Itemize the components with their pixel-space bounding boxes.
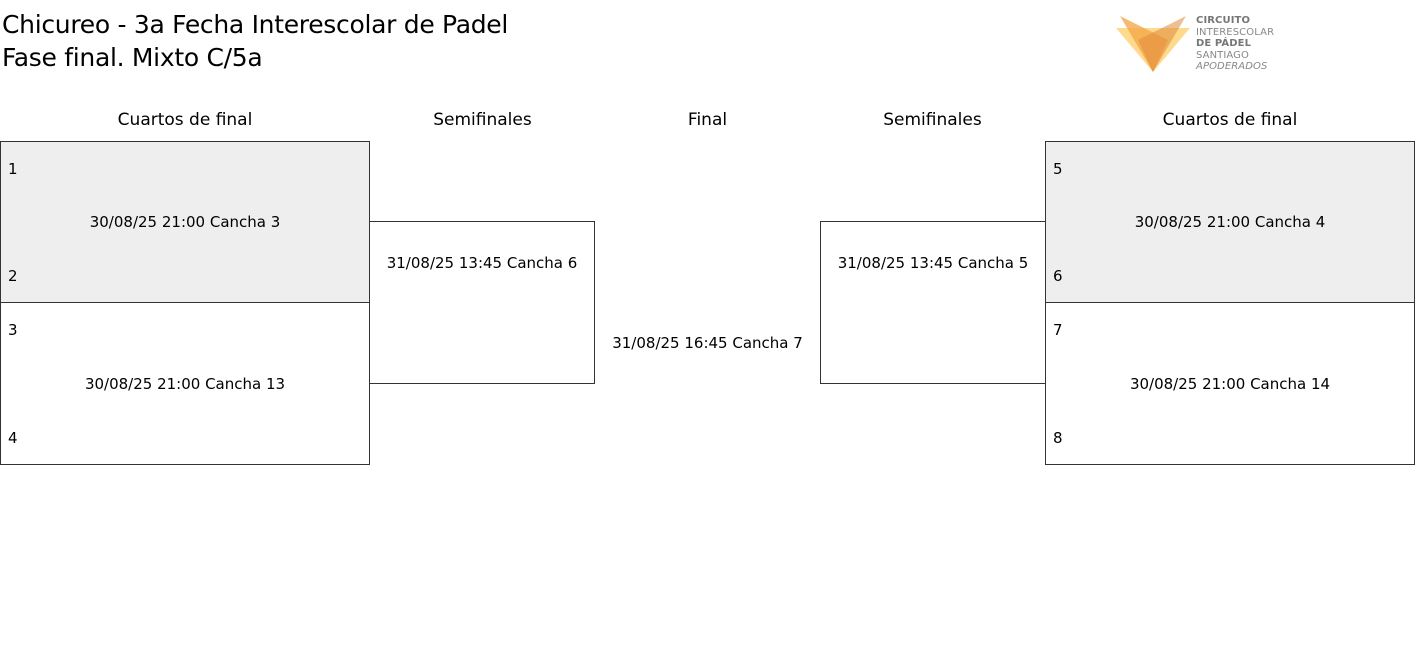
quarterfinal-match-2[interactable]: 3 30/08/25 21:00 Cancha 13 4 <box>0 302 370 465</box>
final-match[interactable]: 31/08/25 16:45 Cancha 7 <box>612 334 803 352</box>
logo-line-3: DE PÁDEL <box>1196 38 1252 49</box>
logo-line-1: CIRCUITO <box>1196 15 1251 26</box>
match-schedule: 30/08/25 21:00 Cancha 4 <box>1134 213 1326 231</box>
seed-bottom: 8 <box>1053 429 1063 447</box>
logo-line-4: SANTIAGO <box>1196 49 1249 61</box>
title-line-1: Chicureo - 3a Fecha Interescolar de Pade… <box>2 10 509 39</box>
circuit-logo: CIRCUITO INTERESCOLAR DE PÁDEL SANTIAGO … <box>1116 12 1286 76</box>
semifinal-match-1[interactable]: 31/08/25 13:45 Cancha 6 <box>369 221 595 384</box>
title-line-2: Fase final. Mixto C/5a <box>2 43 263 72</box>
seed-top: 1 <box>8 160 18 178</box>
quarterfinal-match-1[interactable]: 1 30/08/25 21:00 Cancha 3 2 <box>0 141 370 303</box>
logo-line-5: APODERADOS <box>1196 61 1268 72</box>
fox-logo-icon <box>1116 16 1190 72</box>
quarterfinal-match-4[interactable]: 7 30/08/25 21:00 Cancha 14 8 <box>1045 302 1415 465</box>
logo-line-2: INTERESCOLAR <box>1196 26 1275 38</box>
logo-text: CIRCUITO INTERESCOLAR DE PÁDEL SANTIAGO … <box>1196 15 1274 73</box>
round-header-left-semis: Semifinales <box>433 110 532 130</box>
match-schedule: 30/08/25 21:00 Cancha 13 <box>84 375 286 393</box>
round-header-right-quarters: Cuartos de final <box>1162 110 1298 130</box>
quarterfinal-match-3[interactable]: 5 30/08/25 21:00 Cancha 4 6 <box>1045 141 1415 303</box>
match-schedule: 30/08/25 21:00 Cancha 14 <box>1129 375 1331 393</box>
match-schedule: 31/08/25 13:45 Cancha 5 <box>837 254 1029 272</box>
round-header-left-quarters: Cuartos de final <box>117 110 253 130</box>
match-schedule: 30/08/25 21:00 Cancha 3 <box>89 213 281 231</box>
seed-bottom: 6 <box>1053 267 1063 285</box>
bracket-page: Chicureo - 3a Fecha Interescolar de Pade… <box>0 8 1415 465</box>
seed-top: 7 <box>1053 321 1063 339</box>
seed-bottom: 2 <box>8 267 18 285</box>
match-schedule: 31/08/25 13:45 Cancha 6 <box>386 254 578 272</box>
round-header-right-semis: Semifinales <box>883 110 982 130</box>
semifinal-match-2[interactable]: 31/08/25 13:45 Cancha 5 <box>820 221 1046 384</box>
seed-bottom: 4 <box>8 429 18 447</box>
round-header-final: Final <box>687 110 728 130</box>
seed-top: 5 <box>1053 160 1063 178</box>
page-title: Chicureo - 3a Fecha Interescolar de Pade… <box>2 8 508 74</box>
seed-top: 3 <box>8 321 18 339</box>
